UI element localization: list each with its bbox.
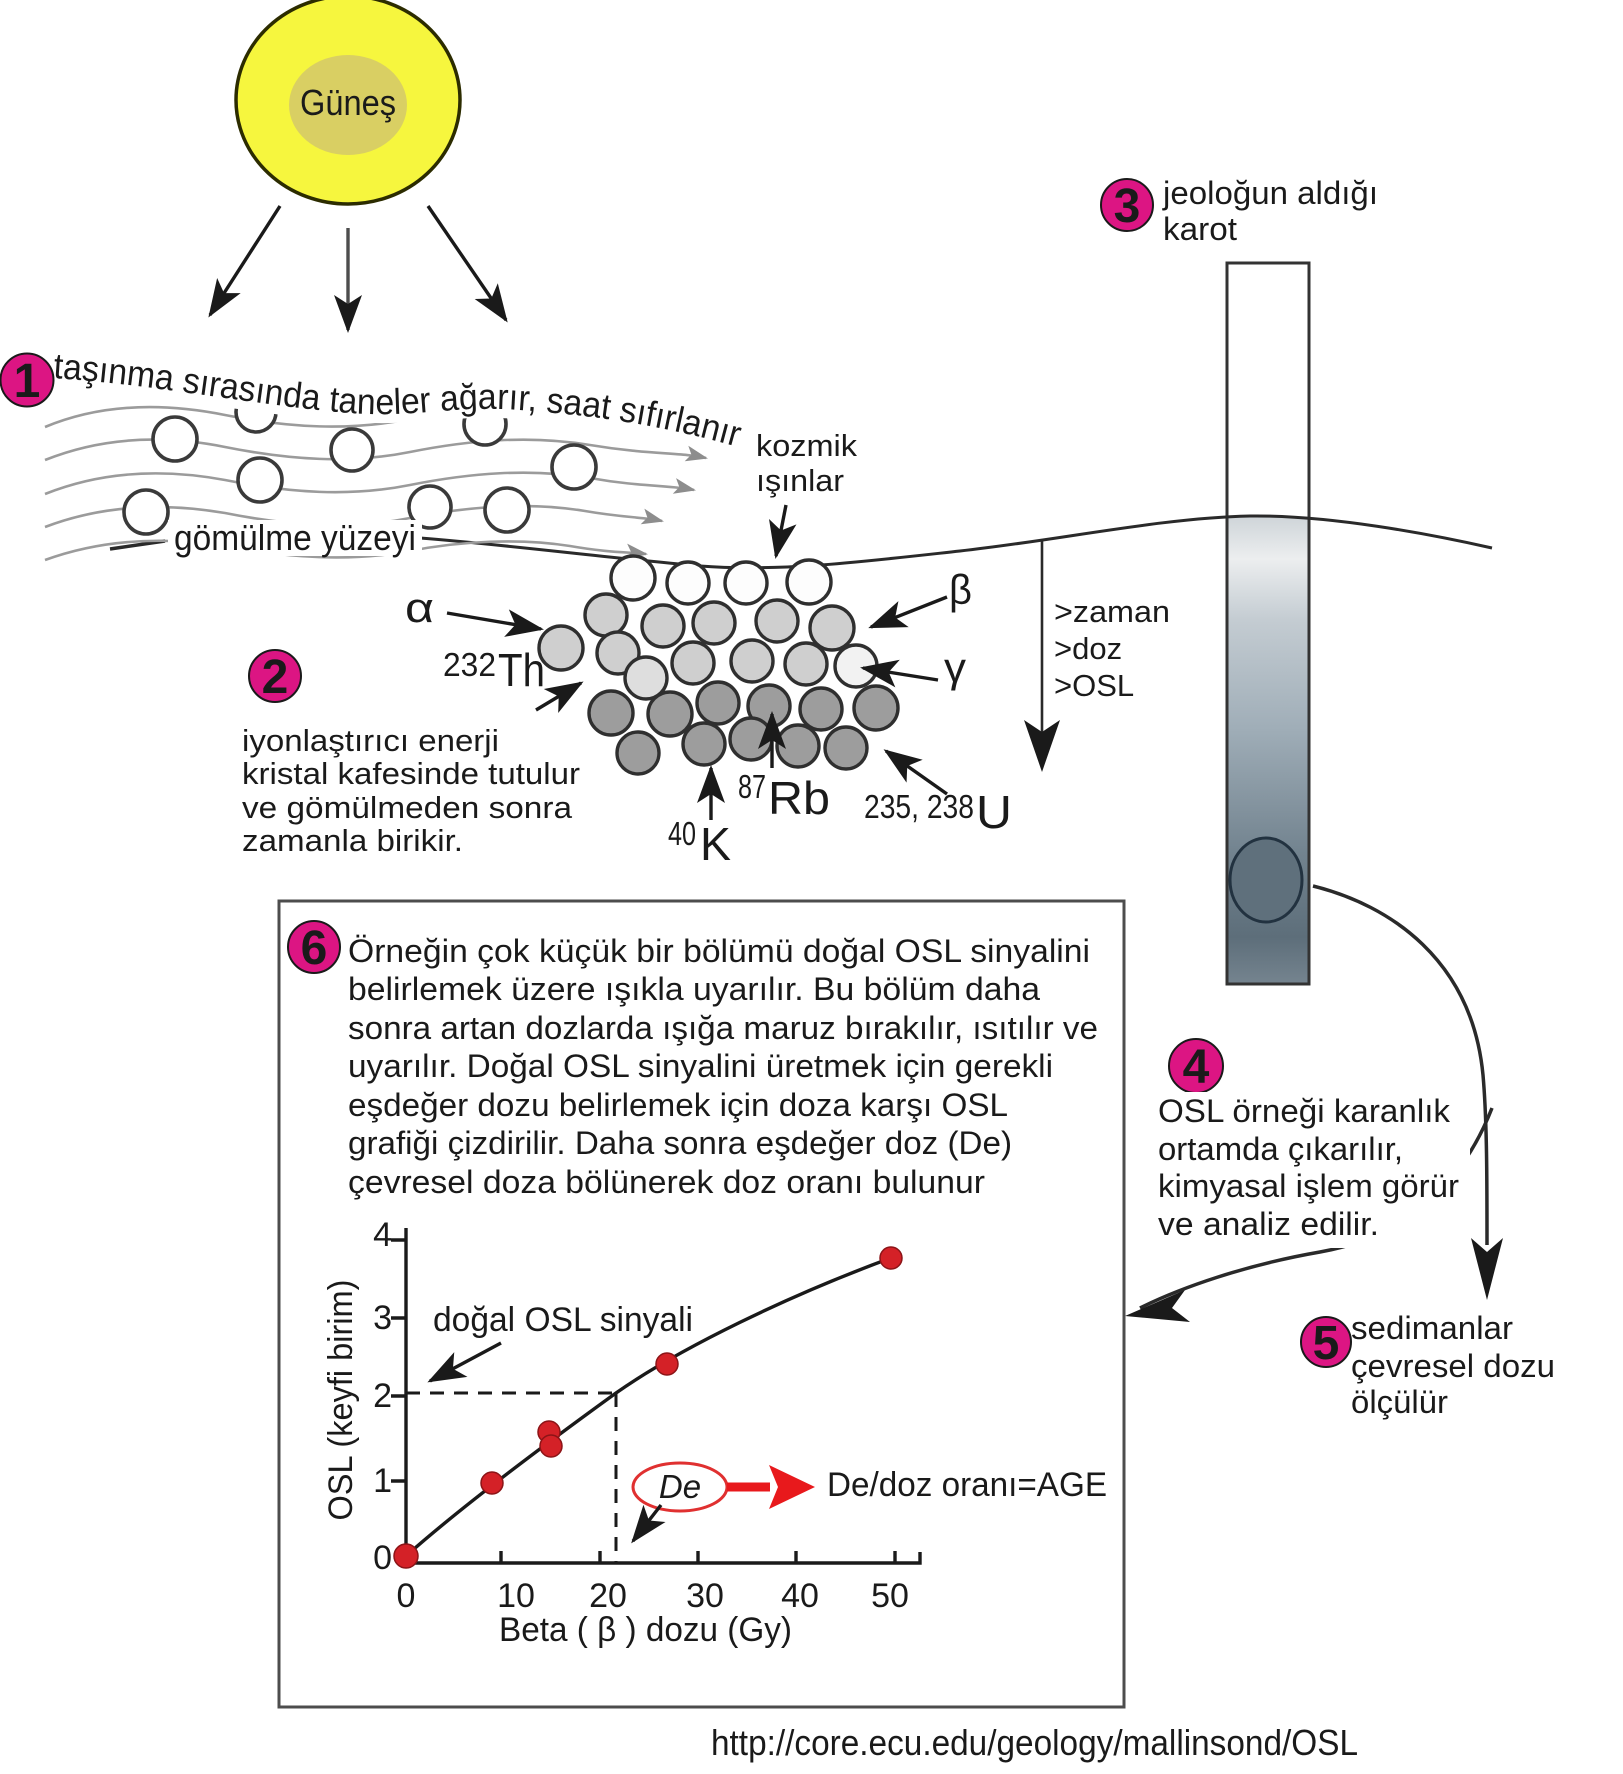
- svg-text:http://core.ecu.edu/geology/ma: http://core.ecu.edu/geology/mallinsond/O…: [711, 1722, 1358, 1763]
- svg-text:232: 232: [443, 646, 496, 683]
- svg-text:K: K: [700, 818, 731, 870]
- svg-text:ve gömülmeden sonra: ve gömülmeden sonra: [242, 790, 573, 825]
- svg-text:2: 2: [373, 1377, 392, 1415]
- svg-text:0: 0: [397, 1577, 416, 1615]
- svg-text:U: U: [976, 786, 1012, 838]
- svg-text:87: 87: [738, 768, 766, 805]
- svg-text:4: 4: [373, 1216, 392, 1254]
- svg-text:OSL örneği karanlık: OSL örneği karanlık: [1158, 1093, 1451, 1129]
- svg-text:De: De: [659, 1468, 701, 1505]
- svg-text:iyonlaştırıcı enerji: iyonlaştırıcı enerji: [242, 723, 499, 758]
- svg-text:OSL (keyfi birim): OSL (keyfi birim): [322, 1280, 360, 1521]
- svg-text:40: 40: [668, 815, 696, 852]
- svg-text:2: 2: [262, 651, 289, 704]
- svg-text:3: 3: [373, 1299, 392, 1337]
- svg-text:çevresel dozu: çevresel dozu: [1351, 1348, 1555, 1384]
- svg-text:1: 1: [373, 1462, 392, 1500]
- svg-text:kozmik: kozmik: [756, 428, 858, 463]
- svg-text:kimyasal işlem görür: kimyasal işlem görür: [1158, 1168, 1459, 1204]
- svg-text:50: 50: [871, 1577, 909, 1615]
- svg-text:235, 238: 235, 238: [864, 788, 974, 825]
- svg-text:6: 6: [301, 922, 328, 975]
- svg-text:Rb: Rb: [768, 772, 830, 824]
- svg-text:karot: karot: [1163, 211, 1237, 247]
- svg-text:zamanla birikir.: zamanla birikir.: [242, 823, 463, 858]
- svg-text:çevresel doza bölünerek doz or: çevresel doza bölünerek doz oranı bulunu…: [348, 1164, 985, 1200]
- svg-text:sonra artan dozlarda ışığa mar: sonra artan dozlarda ışığa maruz bırakıl…: [348, 1010, 1098, 1046]
- svg-text:doğal OSL sinyali: doğal OSL sinyali: [433, 1301, 693, 1339]
- svg-text:>zaman: >zaman: [1054, 594, 1170, 629]
- svg-text:ışınlar: ışınlar: [756, 463, 844, 498]
- svg-text:40: 40: [781, 1577, 819, 1615]
- svg-text:belirlemek üzere ışıkla uyarıl: belirlemek üzere ışıkla uyarılır. Bu böl…: [348, 971, 1040, 1007]
- svg-text:Th: Th: [498, 644, 545, 696]
- svg-text:>doz: >doz: [1054, 631, 1122, 666]
- svg-text:>OSL: >OSL: [1054, 668, 1134, 703]
- svg-text:20: 20: [589, 1577, 627, 1615]
- svg-text:uyarılır. Doğal OSL sinyalini: uyarılır. Doğal OSL sinyalini üretmek iç…: [348, 1048, 1053, 1084]
- svg-text:eşdeğer dozu belirlemek için d: eşdeğer dozu belirlemek için doza karşı …: [348, 1087, 1008, 1123]
- svg-text:jeoloğun aldığı: jeoloğun aldığı: [1162, 175, 1378, 211]
- svg-text:10: 10: [497, 1577, 535, 1615]
- svg-text:Güneş: Güneş: [300, 82, 396, 123]
- svg-text:4: 4: [1183, 1041, 1210, 1094]
- svg-text:30: 30: [686, 1577, 724, 1615]
- svg-text:ve analiz edilir.: ve analiz edilir.: [1158, 1206, 1379, 1242]
- svg-text:α: α: [405, 584, 434, 631]
- svg-text:5: 5: [1313, 1317, 1340, 1370]
- svg-text:β: β: [949, 566, 972, 613]
- svg-text:ortamda çıkarılır,: ortamda çıkarılır,: [1158, 1131, 1403, 1167]
- svg-text:3: 3: [1114, 180, 1141, 233]
- svg-text:gömülme yüzeyi: gömülme yüzeyi: [174, 517, 416, 558]
- svg-text:1: 1: [14, 355, 41, 408]
- svg-text:γ: γ: [944, 644, 966, 691]
- svg-text:De/doz oranı=AGE: De/doz oranı=AGE: [827, 1466, 1107, 1504]
- svg-text:grafiği çizdirilir. Daha sonra: grafiği çizdirilir. Daha sonra eşdeğer d…: [348, 1125, 1012, 1161]
- svg-text:ölçülür: ölçülür: [1351, 1384, 1448, 1420]
- svg-text:Örneğin çok küçük bir bölümü d: Örneğin çok küçük bir bölümü doğal OSL s…: [348, 933, 1090, 969]
- svg-text:kristal kafesinde tutulur: kristal kafesinde tutulur: [242, 756, 580, 791]
- svg-text:0: 0: [373, 1539, 392, 1577]
- svg-text:sedimanlar: sedimanlar: [1351, 1310, 1513, 1346]
- svg-text:Beta ( β ) dozu (Gy): Beta ( β ) dozu (Gy): [499, 1611, 792, 1649]
